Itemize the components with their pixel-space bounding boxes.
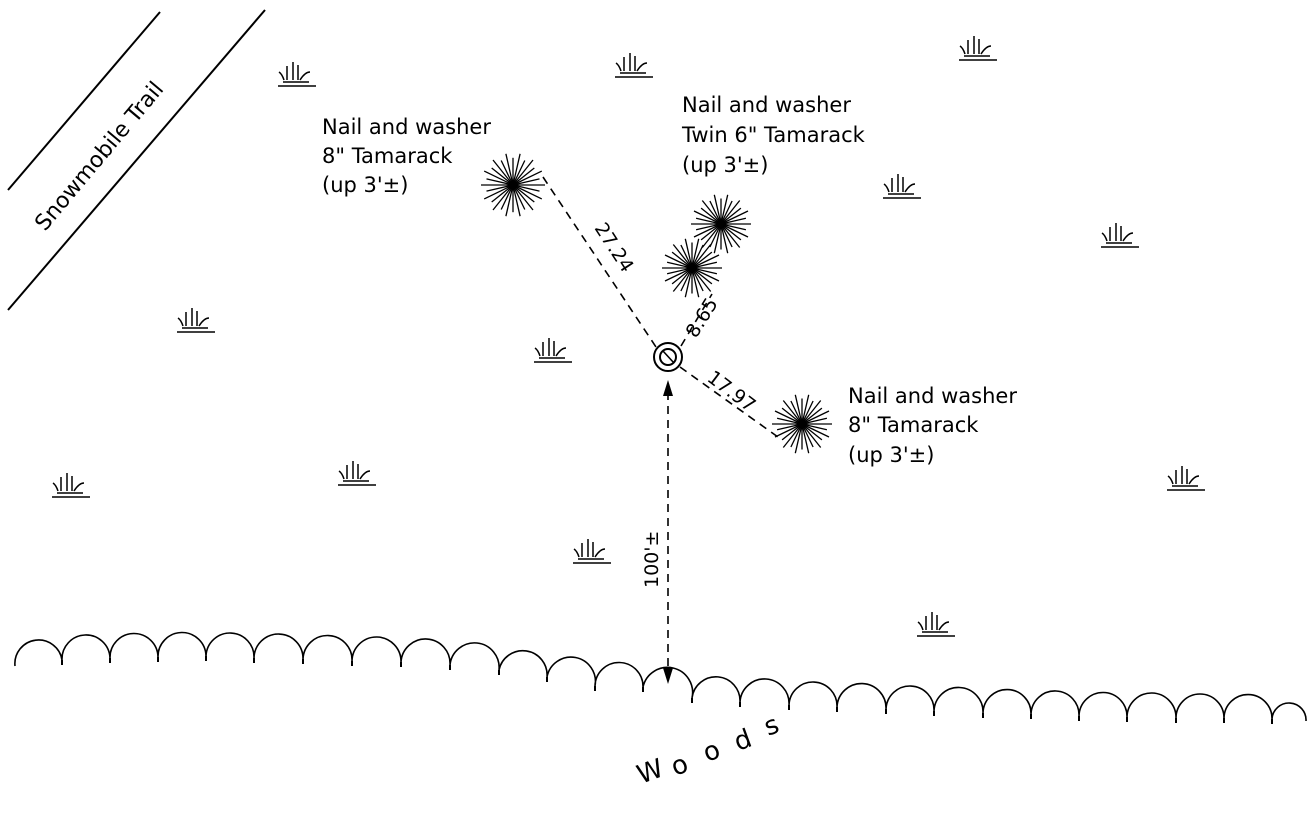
- snowmobile-trail: Snowmobile Trail: [7, 9, 266, 311]
- tree-se-icon: [772, 394, 832, 454]
- marsh-icon: [338, 461, 376, 486]
- woods-letter-w: W: [633, 754, 667, 791]
- tie-line-se: [679, 366, 779, 438]
- trail-edge-lower: [7, 9, 266, 311]
- tree-ne-lower-icon: [662, 238, 722, 298]
- tree-se-line-3: (up 3'±): [848, 443, 934, 467]
- woods-label: W o o d s: [633, 710, 783, 791]
- distance-nw: 27.24: [590, 219, 638, 277]
- tree-ne-line-3: (up 3'±): [682, 153, 768, 177]
- woods-edge-line: [14, 631, 1307, 724]
- tie-line-ne: [680, 293, 713, 347]
- tree-label-ne: Nail and washer Twin 6" Tamarack (up 3'±…: [681, 93, 866, 177]
- offset-distance: 100'±: [641, 531, 663, 588]
- marsh-icon: [917, 612, 955, 637]
- marsh-icon: [883, 174, 921, 199]
- tree-ne-line-2: Twin 6" Tamarack: [681, 123, 866, 147]
- woods-letter-o1: o: [667, 749, 692, 783]
- tree-label-nw: Nail and washer 8" Tamarack (up 3'±): [322, 115, 491, 197]
- tree-se-line-2: 8" Tamarack: [848, 413, 979, 437]
- offset-arrows: [663, 380, 673, 684]
- tree-label-se: Nail and washer 8" Tamarack (up 3'±): [848, 384, 1017, 467]
- marsh-icon: [177, 308, 215, 333]
- tree-nw-line-1: Nail and washer: [322, 115, 491, 139]
- marsh-grass-symbols: [52, 36, 1205, 637]
- marsh-icon: [615, 53, 653, 78]
- woods-letter-o2: o: [699, 735, 724, 769]
- marsh-icon: [959, 36, 997, 61]
- tie-line-nw: [542, 176, 659, 351]
- arrow-up-icon: [663, 380, 673, 396]
- trail-label: Snowmobile Trail: [30, 77, 169, 236]
- distance-se: 17.97: [703, 366, 760, 416]
- marsh-icon: [1101, 223, 1139, 248]
- trail-edge-upper: [7, 11, 161, 191]
- tree-ne-upper-icon: [691, 194, 751, 254]
- tie-lines: [542, 176, 779, 668]
- distance-ne: 8.65: [682, 294, 723, 342]
- marsh-icon: [1167, 466, 1205, 491]
- monument-icon: [653, 342, 683, 372]
- woods-letter-d: d: [730, 724, 756, 758]
- marsh-icon: [278, 62, 316, 87]
- tree-symbols: [481, 153, 832, 454]
- tree-ne-line-1: Nail and washer: [682, 93, 851, 117]
- woods-letter-s: s: [760, 710, 783, 743]
- arrow-down-icon: [663, 668, 673, 684]
- tree-se-line-1: Nail and washer: [848, 384, 1017, 408]
- marsh-icon: [52, 473, 90, 498]
- marsh-icon: [573, 539, 611, 564]
- marsh-icon: [534, 338, 572, 363]
- tree-nw-line-2: 8" Tamarack: [322, 144, 453, 168]
- tree-nw-line-3: (up 3'±): [322, 173, 408, 197]
- tree-nw-icon: [481, 153, 545, 217]
